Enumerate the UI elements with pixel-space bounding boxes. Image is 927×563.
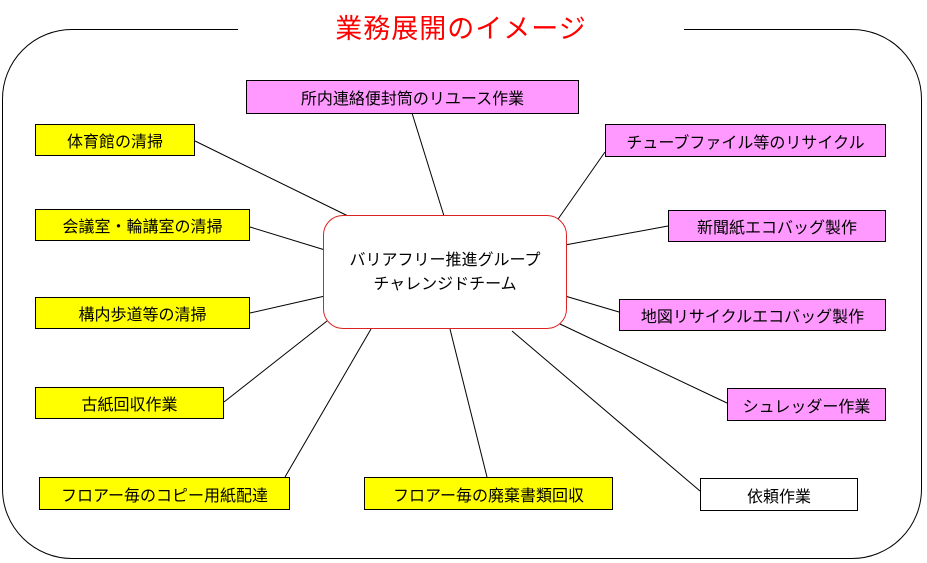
node-meeting-room-cleaning: 会議室・輪講室の清掃 [35,209,250,241]
connector-2 [194,140,349,217]
node-map-ecobag: 地図リサイクルエコバッグ製作 [619,299,886,331]
node-request-work: 依頼作業 [700,478,858,511]
connector-6 [284,328,372,478]
center-node: バリアフリー推進グループ チャレンジドチーム [323,215,567,329]
center-node-line2: チャレンジドチーム [373,274,517,293]
node-shredder-work: シュレッダー作業 [727,388,886,421]
connector-9 [564,225,669,246]
node-gym-cleaning: 体育館の清掃 [35,124,195,156]
connector-3 [249,226,326,251]
node-copy-paper-delivery: フロアー毎のコピー用紙配達 [39,477,290,510]
connector-5 [223,320,328,403]
center-node-line1: バリアフリー推進グループ [349,250,541,269]
node-envelope-reuse: 所内連絡便封筒のリユース作業 [246,80,579,114]
node-walkway-cleaning: 構内歩道等の清掃 [35,297,250,329]
connector-10 [564,295,620,313]
connector-1 [411,112,445,217]
connector-8 [555,151,606,223]
connector-12 [511,330,701,492]
diagram-title: 業務展開のイメージ [335,14,587,45]
node-tube-file-recycling: チューブファイル等のリサイクル [605,124,886,157]
title-container: 業務展開のイメージ [238,10,684,50]
node-disposal-document-collection: フロアー毎の廃棄書類回収 [364,477,613,510]
connector-4 [249,295,326,314]
node-newspaper-ecobag: 新聞紙エコバッグ製作 [668,210,886,242]
node-wastepaper-collection: 古紙回収作業 [35,387,224,419]
connector-11 [559,323,728,404]
connector-7 [449,328,488,478]
